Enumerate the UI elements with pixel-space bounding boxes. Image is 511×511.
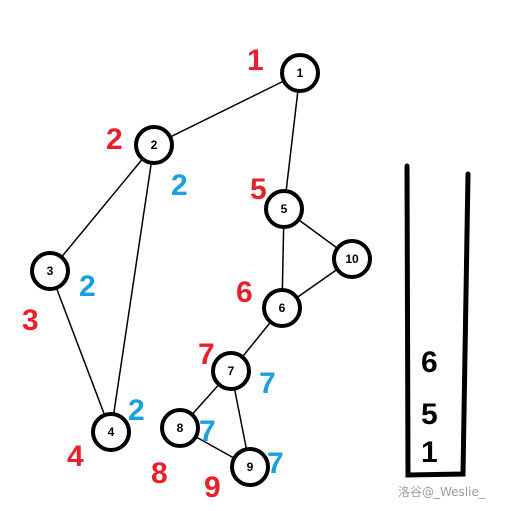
edge-3-4 bbox=[49, 270, 112, 433]
dfn-label-node-2: 2 bbox=[106, 123, 123, 156]
stack-container bbox=[404, 163, 471, 478]
dfn-label-node-3: 3 bbox=[22, 304, 39, 337]
dfn-label-node-8: 8 bbox=[151, 457, 168, 490]
graph-node-8: 8 bbox=[160, 408, 200, 448]
low-labels: 2 2 2 7 7 7 bbox=[79, 169, 284, 480]
node-label: 5 bbox=[281, 202, 288, 216]
dfn-label-node-9: 9 bbox=[204, 471, 221, 504]
dfn-label-node-5: 5 bbox=[250, 173, 267, 206]
low-label-node-7: 7 bbox=[259, 367, 276, 400]
graph-node-1: 1 bbox=[280, 53, 320, 93]
node-label: 6 bbox=[279, 301, 286, 315]
node-circle bbox=[230, 447, 270, 487]
stack-item-bottom: 1 bbox=[421, 436, 438, 469]
node-circle bbox=[160, 408, 200, 448]
node-label: 4 bbox=[108, 425, 115, 439]
watermark: 洛谷@_Weslie_ bbox=[398, 484, 486, 499]
low-label-node-4: 2 bbox=[128, 394, 145, 427]
node-circle bbox=[30, 251, 70, 291]
low-label-node-3: 2 bbox=[79, 270, 96, 303]
dfn-label-node-6: 6 bbox=[236, 276, 253, 309]
edge-2-3 bbox=[49, 144, 155, 272]
edge-2-4 bbox=[110, 144, 155, 433]
dfn-label-node-1: 1 bbox=[247, 44, 264, 77]
node-label: 7 bbox=[228, 364, 235, 378]
node-circle bbox=[134, 125, 174, 165]
node-circle bbox=[280, 53, 320, 93]
dfn-label-node-4: 4 bbox=[67, 440, 84, 473]
dfn-label-node-7: 7 bbox=[198, 338, 215, 371]
dfn-labels: 1 2 3 4 5 6 7 8 9 bbox=[22, 44, 267, 504]
graph-node-2: 2 bbox=[134, 125, 174, 165]
stack: 6 5 1 bbox=[404, 163, 471, 478]
node-circle bbox=[211, 351, 251, 391]
low-label-node-9: 7 bbox=[267, 447, 284, 480]
node-circle bbox=[332, 239, 372, 279]
graph-node-10: 10 bbox=[332, 239, 372, 279]
graph-node-9: 9 bbox=[230, 447, 270, 487]
graph-node-4: 4 bbox=[91, 412, 131, 452]
node-label: 8 bbox=[177, 421, 184, 435]
node-label: 3 bbox=[47, 264, 54, 278]
edge-1-2 bbox=[153, 72, 301, 146]
node-circle bbox=[91, 412, 131, 452]
edge-1-5 bbox=[283, 72, 301, 210]
node-circle bbox=[262, 288, 302, 328]
node-label: 2 bbox=[151, 138, 158, 152]
graph-node-5: 5 bbox=[264, 189, 304, 229]
graph-node-7: 7 bbox=[211, 351, 251, 391]
low-label-node-8: 7 bbox=[199, 415, 216, 448]
graph-node-3: 3 bbox=[30, 251, 70, 291]
stack-item-top: 6 bbox=[421, 346, 438, 379]
node-label: 1 bbox=[297, 66, 304, 80]
node-circle bbox=[264, 189, 304, 229]
node-label: 10 bbox=[345, 252, 359, 266]
stack-item-middle: 5 bbox=[421, 398, 438, 431]
low-label-node-2: 2 bbox=[171, 169, 188, 202]
node-label: 9 bbox=[247, 460, 254, 474]
graph-node-6: 6 bbox=[262, 288, 302, 328]
